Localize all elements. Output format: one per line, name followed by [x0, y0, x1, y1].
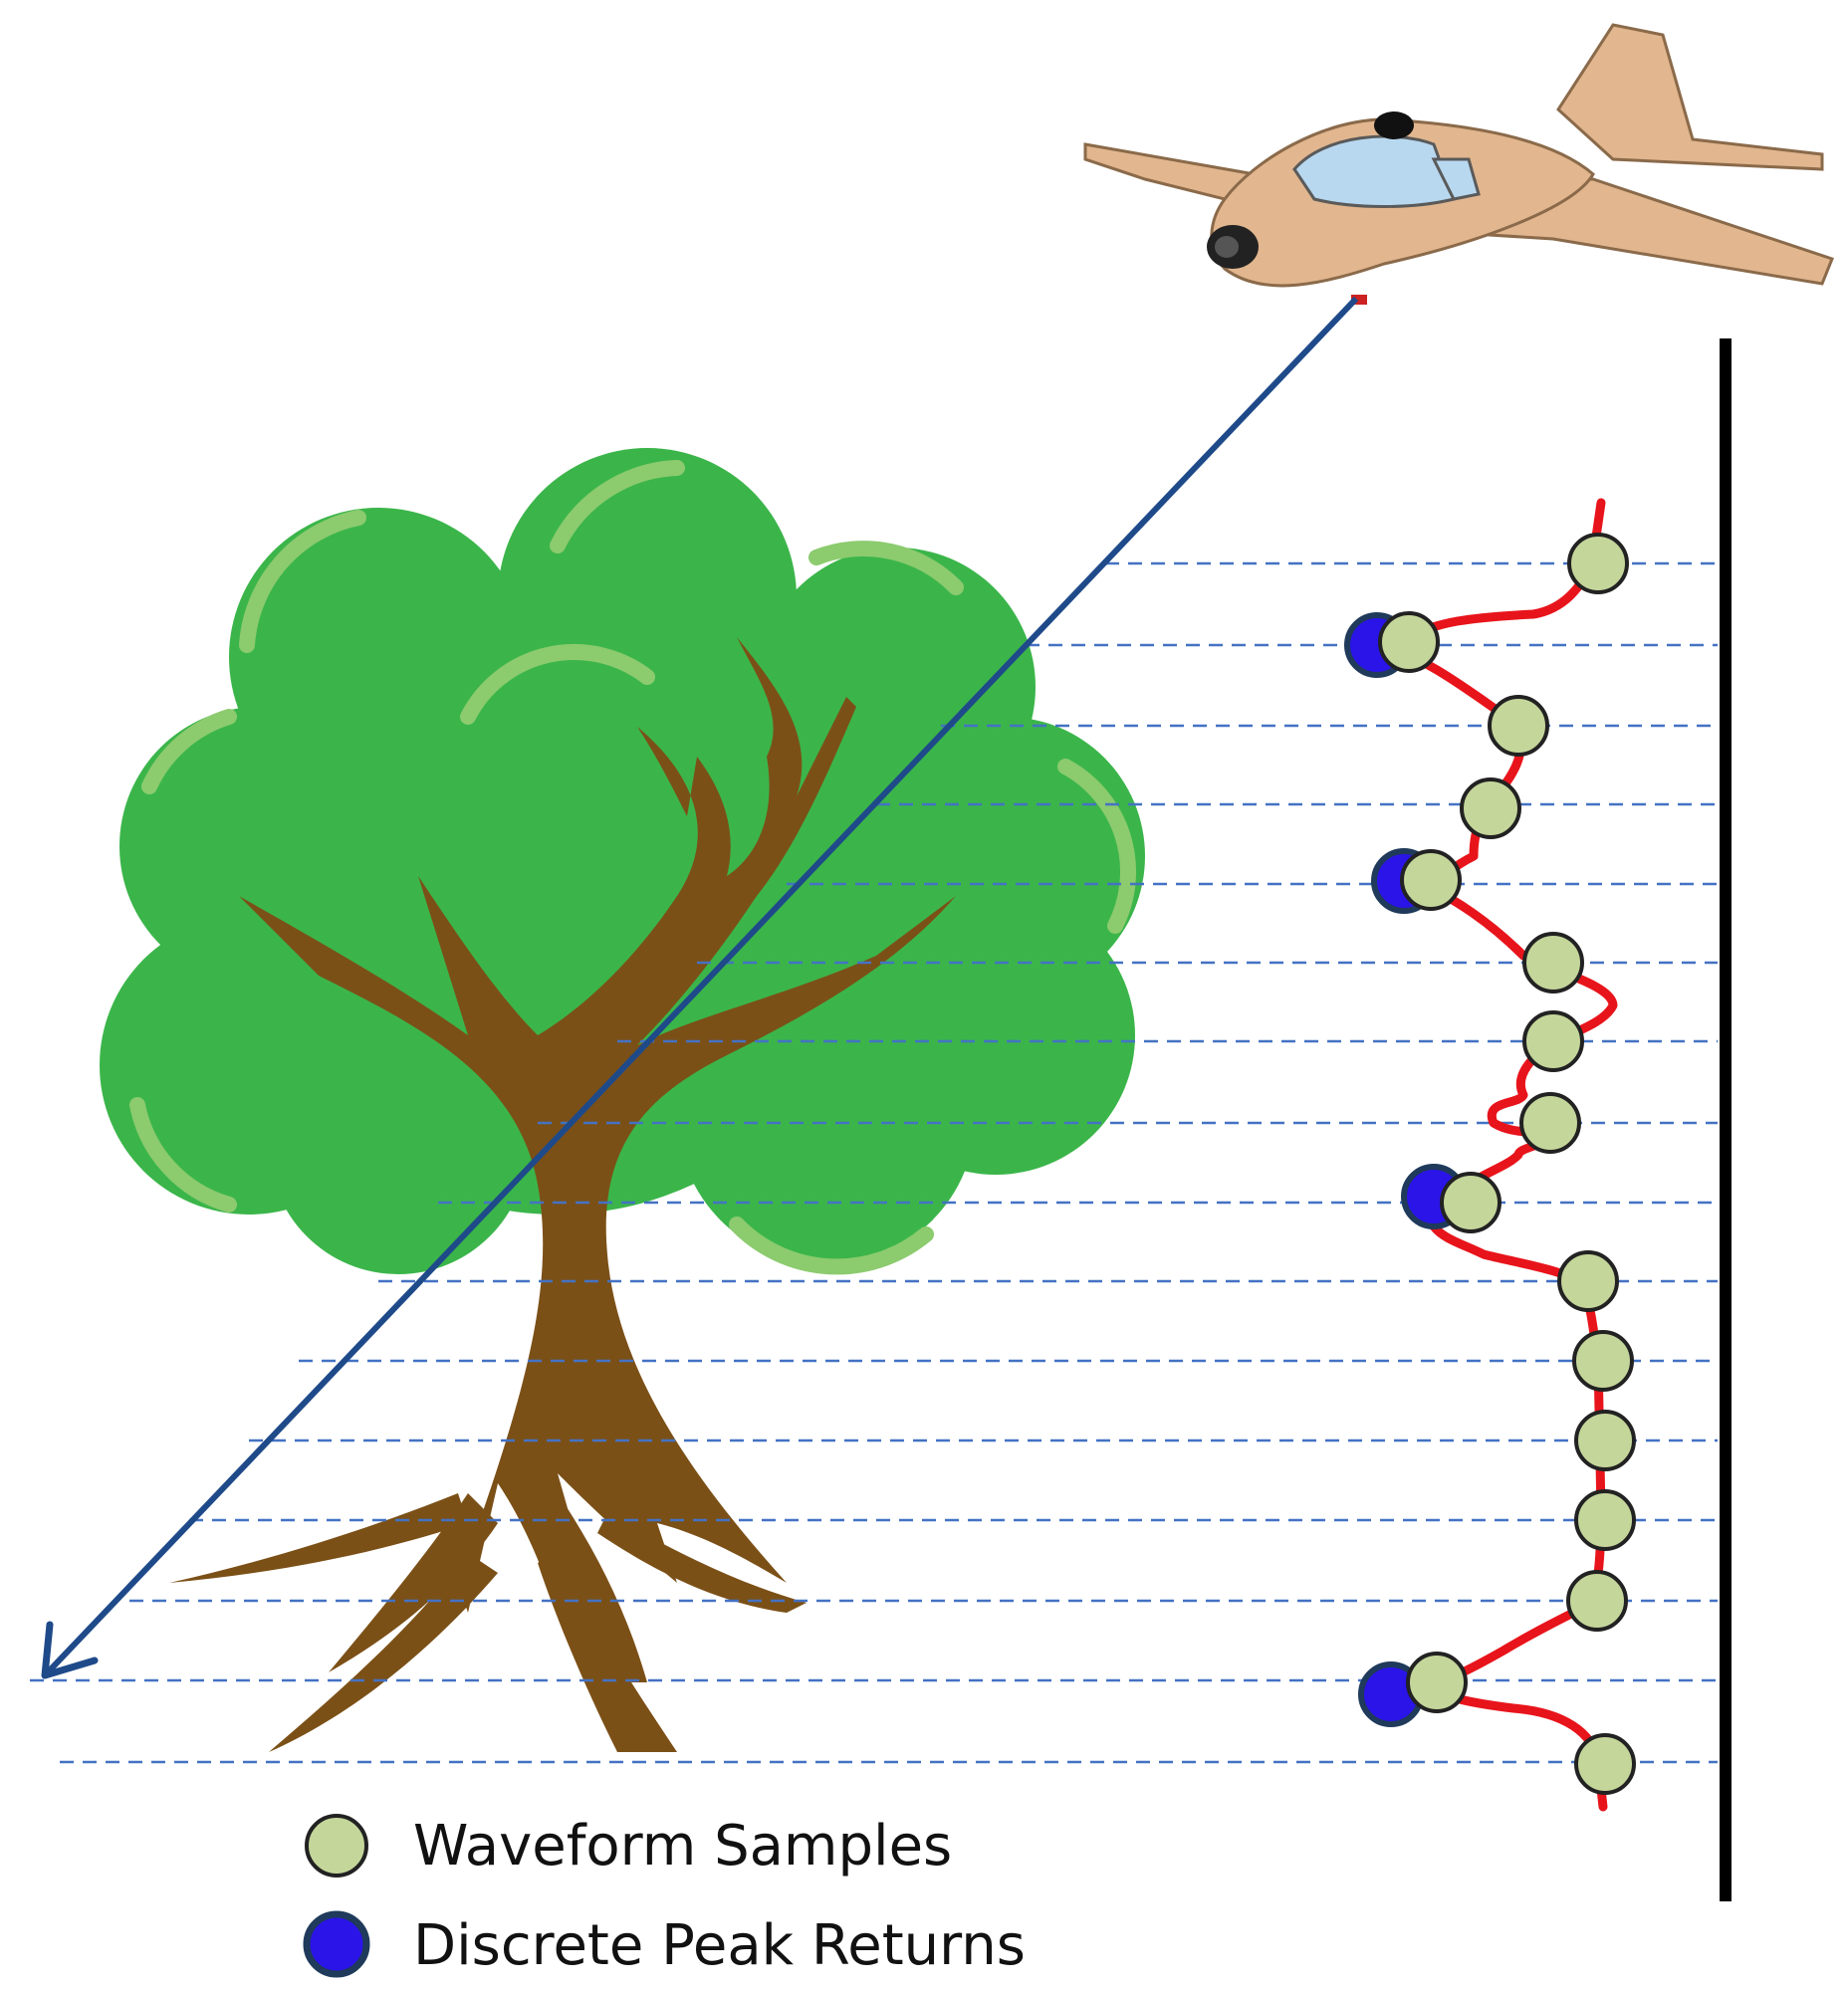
- waveform-sample: [1522, 1010, 1584, 1072]
- tree-foliage: [100, 448, 1145, 1274]
- waveform-sample: [1440, 1172, 1502, 1233]
- legend-waveform-label: Waveform Samples: [413, 1814, 952, 1879]
- waveform-sample: [1574, 1489, 1636, 1551]
- waveform-sample: [1567, 533, 1629, 594]
- waveform-sample: [1378, 611, 1440, 673]
- laser-beam-arrow: [41, 296, 1359, 1679]
- scan-lines: [30, 561, 1718, 1764]
- waveform-sample: [1519, 1092, 1581, 1154]
- waveform-points: [1344, 533, 1636, 1795]
- waveform-sample: [1406, 1652, 1468, 1713]
- legend-peak-label: Discrete Peak Returns: [413, 1913, 1026, 1978]
- waveform-sample: [1574, 1733, 1636, 1795]
- waveform-sample: [1460, 777, 1521, 839]
- tree-foliage-highlights: [129, 460, 1136, 1275]
- airplane-icon: [1083, 23, 1834, 305]
- waveform-sample: [1557, 1250, 1619, 1312]
- legend-waveform-swatch: [305, 1814, 368, 1878]
- tree-trunk: [169, 637, 956, 1752]
- waveform-sample: [1522, 932, 1584, 994]
- waveform-sample: [1488, 695, 1549, 757]
- legend-peak-swatch: [303, 1910, 370, 1978]
- waveform-sample: [1400, 849, 1462, 911]
- tree-icon: [100, 448, 1145, 1752]
- waveform-sample: [1566, 1570, 1628, 1632]
- waveform-sample: [1574, 1410, 1636, 1471]
- waveform-sample: [1572, 1330, 1634, 1392]
- legend: Waveform Samples Discrete Peak Returns: [303, 1814, 1026, 1978]
